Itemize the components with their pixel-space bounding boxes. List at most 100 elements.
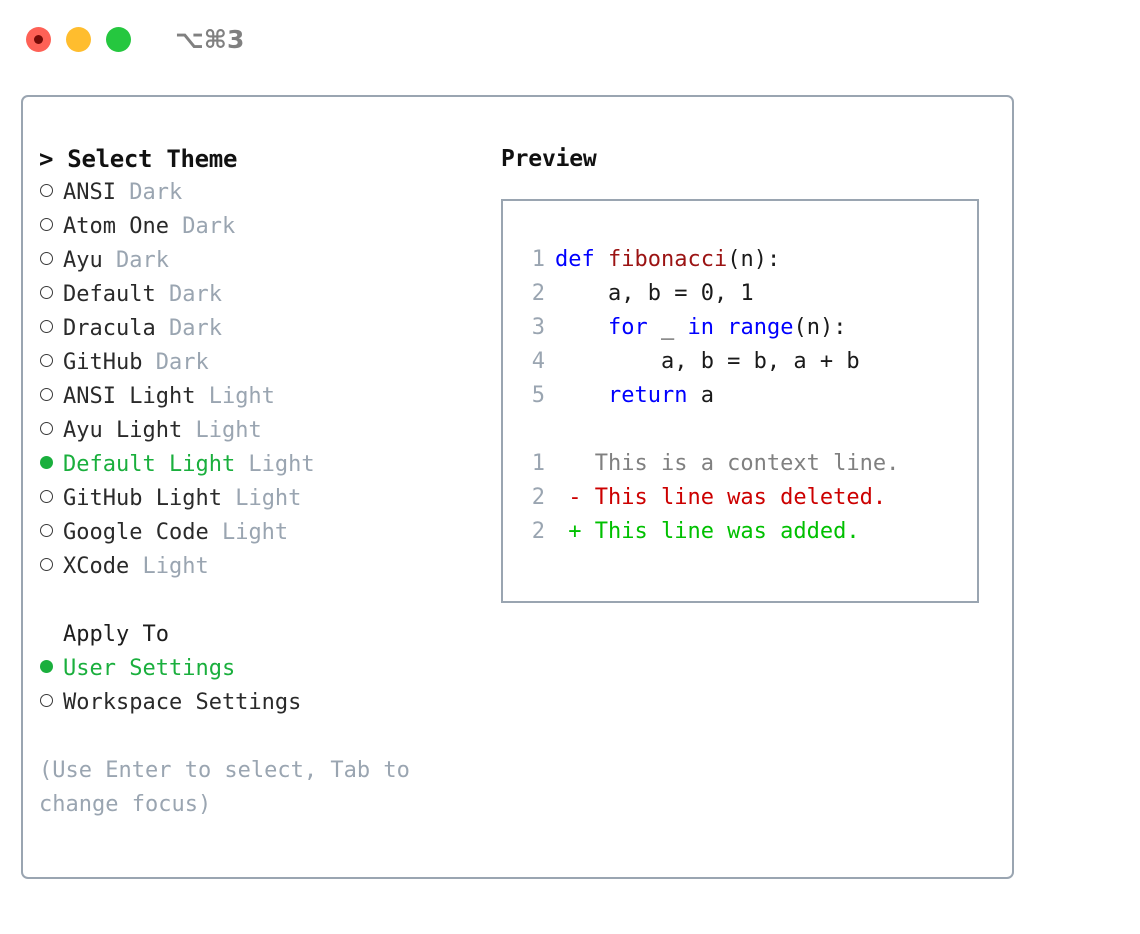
radio-dot-icon — [40, 694, 53, 707]
option-label: GitHub Light — [63, 486, 222, 511]
code-token — [555, 315, 608, 340]
theme-list-item[interactable]: Ayu Light Light — [39, 414, 499, 448]
code-line: 2 a, b = 0, 1 — [521, 277, 977, 311]
code-line: 4 a, b = b, a + b — [521, 345, 977, 379]
code-token: a, b = b, a + b — [555, 349, 860, 374]
list-spacer — [39, 584, 499, 618]
option-label: Default — [63, 282, 156, 307]
line-number: 1 — [531, 247, 545, 272]
theme-variant-tag: Dark — [115, 180, 183, 205]
code-token: (n): — [793, 315, 847, 340]
diff-sample: 1 This is a context line.2 - This line w… — [521, 447, 977, 549]
code-token: in — [687, 315, 714, 340]
line-number: 2 — [531, 281, 545, 306]
apply-to-item[interactable]: Workspace Settings — [39, 686, 499, 720]
theme-list-item[interactable]: ANSI Light Light — [39, 380, 499, 414]
line-number: 3 — [531, 315, 545, 340]
theme-list-item[interactable]: GitHub Dark — [39, 346, 499, 380]
option-label: User Settings — [63, 656, 236, 681]
option-label: XCode — [63, 554, 130, 579]
maximize-button[interactable] — [106, 26, 131, 52]
theme-list-item[interactable]: Default Dark — [39, 278, 499, 312]
diff-text: This is a context line. — [555, 451, 900, 476]
line-number: 4 — [531, 349, 545, 374]
option-label: Google Code — [63, 520, 209, 545]
theme-list-item[interactable]: Google Code Light — [39, 516, 499, 550]
diff-line: 2 + This line was added. — [521, 515, 977, 549]
code-token: _ — [647, 315, 688, 340]
apply-to-label: Apply To — [63, 622, 169, 647]
code-line: 1 def fibonacci(n): — [521, 243, 977, 277]
theme-list-item[interactable]: Atom One Dark — [39, 210, 499, 244]
preview-gap — [521, 413, 977, 447]
diff-line: 1 This is a context line. — [521, 447, 977, 481]
line-number: 2 — [531, 485, 545, 510]
panel-title: > Select Theme — [39, 145, 238, 173]
theme-variant-tag: Dark — [155, 316, 222, 341]
radio-dot-icon — [40, 320, 53, 333]
diff-text: - This line was deleted. — [555, 485, 887, 510]
code-token: fibonacci — [607, 247, 728, 272]
radio-dot-icon — [40, 388, 53, 401]
radio-dot-icon — [40, 354, 53, 367]
code-token: range — [727, 315, 794, 340]
option-label: GitHub — [63, 350, 143, 375]
diff-line: 2 - This line was deleted. — [521, 481, 977, 515]
theme-list-item[interactable]: Ayu Dark — [39, 244, 499, 278]
option-label: ANSI Light — [63, 384, 196, 409]
theme-list-item[interactable]: Default Light Light — [39, 448, 499, 482]
line-number: 2 — [531, 519, 545, 544]
option-label: Ayu — [63, 248, 103, 273]
theme-list-item[interactable]: Dracula Dark — [39, 312, 499, 346]
title-bar: ⌥⌘3 — [0, 0, 1140, 78]
theme-list-item[interactable]: ANSI Dark — [39, 176, 499, 210]
theme-variant-tag: Dark — [168, 214, 236, 239]
close-button[interactable] — [26, 26, 51, 52]
code-line: 3 for _ in range(n): — [521, 311, 977, 345]
code-token: a, b = 0, 1 — [555, 281, 754, 306]
theme-variant-tag: Light — [235, 452, 315, 477]
radio-dot-icon — [40, 286, 53, 299]
code-token: for — [607, 315, 648, 340]
code-token: def — [555, 247, 608, 272]
radio-dot-icon — [40, 184, 53, 197]
radio-dot-icon — [40, 490, 53, 503]
option-label: Workspace Settings — [63, 690, 302, 715]
code-token: (n): — [727, 247, 781, 272]
line-number: 1 — [531, 451, 545, 476]
radio-dot-icon — [40, 252, 53, 265]
recording-indicator-icon — [34, 34, 43, 44]
option-label: ANSI — [63, 180, 116, 205]
option-label: Default Light — [63, 452, 236, 477]
radio-dot-icon — [40, 524, 53, 537]
code-token: a — [687, 383, 714, 408]
theme-variant-tag: Light — [221, 486, 302, 511]
apply-to-item[interactable]: User Settings — [39, 652, 499, 686]
theme-variant-tag: Light — [195, 384, 275, 409]
theme-variant-tag: Dark — [142, 350, 209, 375]
minimize-button[interactable] — [66, 26, 91, 52]
keyboard-shortcut-label: ⌥⌘3 — [175, 24, 245, 54]
theme-list-item[interactable]: GitHub Light Light — [39, 482, 499, 516]
code-token — [555, 383, 608, 408]
theme-variant-tag: Dark — [102, 248, 169, 273]
theme-list-item[interactable]: XCode Light — [39, 550, 499, 584]
code-token: return — [607, 383, 688, 408]
option-label: Atom One — [63, 214, 169, 239]
keyboard-hint-text: (Use Enter to select, Tab to change focu… — [39, 758, 410, 817]
theme-variant-tag: Light — [182, 418, 262, 443]
theme-variant-tag: Dark — [155, 282, 222, 307]
radio-dot-icon — [40, 422, 53, 435]
theme-variant-tag: Light — [129, 554, 209, 579]
line-number: 5 — [531, 383, 545, 408]
preview-title: Preview — [501, 146, 597, 172]
radio-dot-icon — [40, 456, 53, 469]
